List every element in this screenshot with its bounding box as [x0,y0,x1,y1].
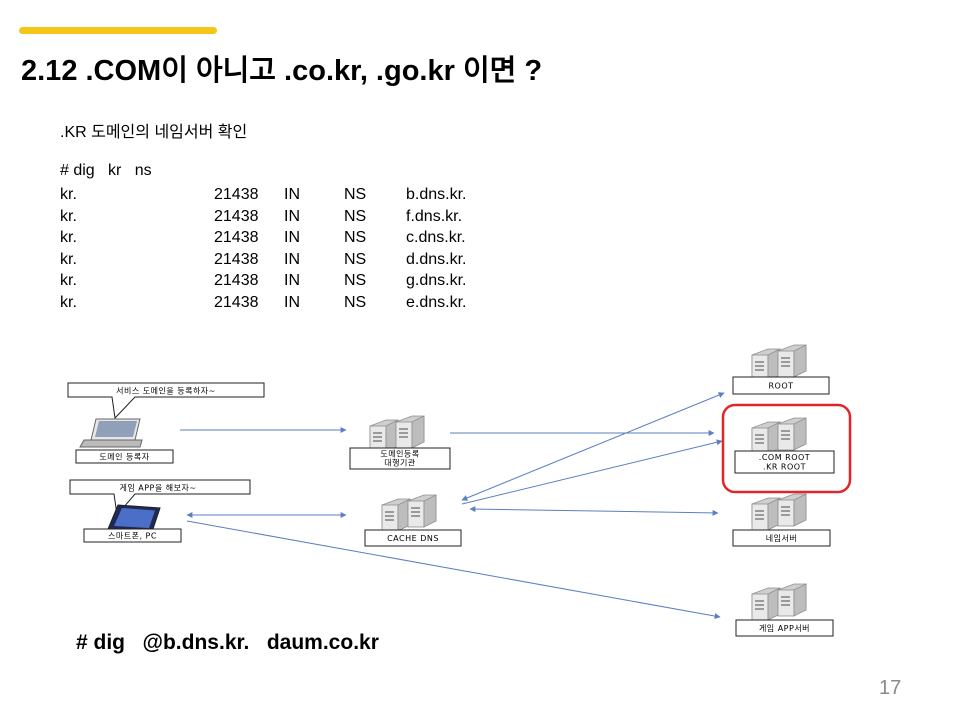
record-name: kr. [60,293,77,311]
record-type: NS [344,250,367,268]
page-number: 17 [879,677,902,699]
label-cache-dns: CACHE DNS [364,529,462,547]
record-name: kr. [60,272,77,290]
svg-text:대행기관: 대행기관 [384,458,416,468]
bottom-dig-command: # dig @b.dns.kr. daum.co.kr [76,631,379,654]
callout-text: 게임 APP을 해보자~ [119,483,196,493]
ns-records-table: kr. 21438 IN NS b.dns.kr. kr. 21438 IN N… [60,184,466,314]
svg-text:도메인 등록자: 도메인 등록자 [99,452,149,462]
record-class: IN [284,293,300,311]
record-ttl: 21438 [214,250,259,268]
server-icon [382,495,436,531]
label-registrar: 도메인등록 대행기관 [349,447,451,470]
connection-arrows [180,392,725,619]
record-type: NS [344,207,367,225]
server-icon [370,416,424,452]
record-type: NS [344,229,367,247]
record-value: f.dns.kr. [406,207,463,225]
server-icon [752,584,806,620]
arrow-cache-to-root [461,392,725,501]
label-smartphone-pc: 스마트폰, PC [83,528,182,543]
record-name: kr. [60,229,77,247]
svg-text:도메인등록: 도메인등록 [380,449,419,459]
svg-text:.KR ROOT: .KR ROOT [763,463,806,472]
smartphone-icon [107,504,161,533]
section-subtitle: .KR 도메인의 네임서버 확인 [60,124,248,141]
arrow-client-to-app-server [186,520,721,619]
table-row: kr. 21438 IN NS e.dns.kr. [60,292,466,314]
record-name: kr. [60,186,77,203]
label-root: ROOT [732,376,830,395]
record-ttl: 21438 [214,293,259,311]
table-row: kr. 21438 IN NS g.dns.kr. [60,270,466,292]
record-value: d.dns.kr. [406,250,467,268]
title-accent-bar [19,27,217,34]
record-class: IN [284,250,300,268]
arrow-cache-to-com-root [461,439,723,505]
table-row: kr. 21438 IN NS f.dns.kr. [60,206,466,228]
record-ttl: 21438 [214,186,259,203]
table-row: kr. 21438 IN NS b.dns.kr. [60,184,466,206]
server-icon [752,345,806,381]
table-row: kr. 21438 IN NS d.dns.kr. [60,249,466,271]
label-name-server: 네임서버 [732,529,831,547]
label-com-kr-root: .COM ROOT .KR ROOT [734,450,835,474]
server-icon [752,418,806,454]
svg-text:ROOT: ROOT [768,382,793,391]
slide-title: 2.12 .COM이 아니고 .co.kr, .go.kr 이면 ? [21,55,543,87]
record-ttl: 21438 [214,229,259,247]
server-icon [752,494,806,530]
record-class: IN [284,229,300,247]
record-ttl: 21438 [214,207,259,225]
record-type: NS [344,186,367,203]
svg-text:스마트폰, PC: 스마트폰, PC [108,532,157,541]
record-class: IN [284,186,300,203]
record-ttl: 21438 [214,272,259,290]
record-name: kr. [60,250,77,268]
record-name: kr. [60,207,77,225]
svg-text:네임서버: 네임서버 [766,533,797,543]
arrow-cache-name-server [469,506,719,516]
dig-command: # dig kr ns [60,162,152,179]
record-value: g.dns.kr. [406,272,467,290]
record-value: b.dns.kr. [406,186,467,203]
callout-service-register: 서비스 도메인을 등록하자~ [67,382,265,420]
record-value: c.dns.kr. [406,229,466,247]
record-type: NS [344,272,367,290]
laptop-icon [79,418,143,448]
label-game-app-server: 게임 APP서버 [735,619,834,637]
callout-text: 서비스 도메인을 등록하자~ [116,386,216,396]
svg-text:게임 APP서버: 게임 APP서버 [759,623,810,633]
callout-game-app: 게임 APP을 해보자~ [69,479,251,517]
table-row: kr. 21438 IN NS c.dns.kr. [60,227,466,249]
svg-text:.COM ROOT: .COM ROOT [759,453,810,462]
record-class: IN [284,207,300,225]
record-value: e.dns.kr. [406,293,467,311]
svg-text:CACHE DNS: CACHE DNS [387,534,439,543]
highlight-outline [721,403,852,494]
record-type: NS [344,293,367,311]
record-class: IN [284,272,300,290]
label-domain-registrant: 도메인 등록자 [75,449,174,464]
